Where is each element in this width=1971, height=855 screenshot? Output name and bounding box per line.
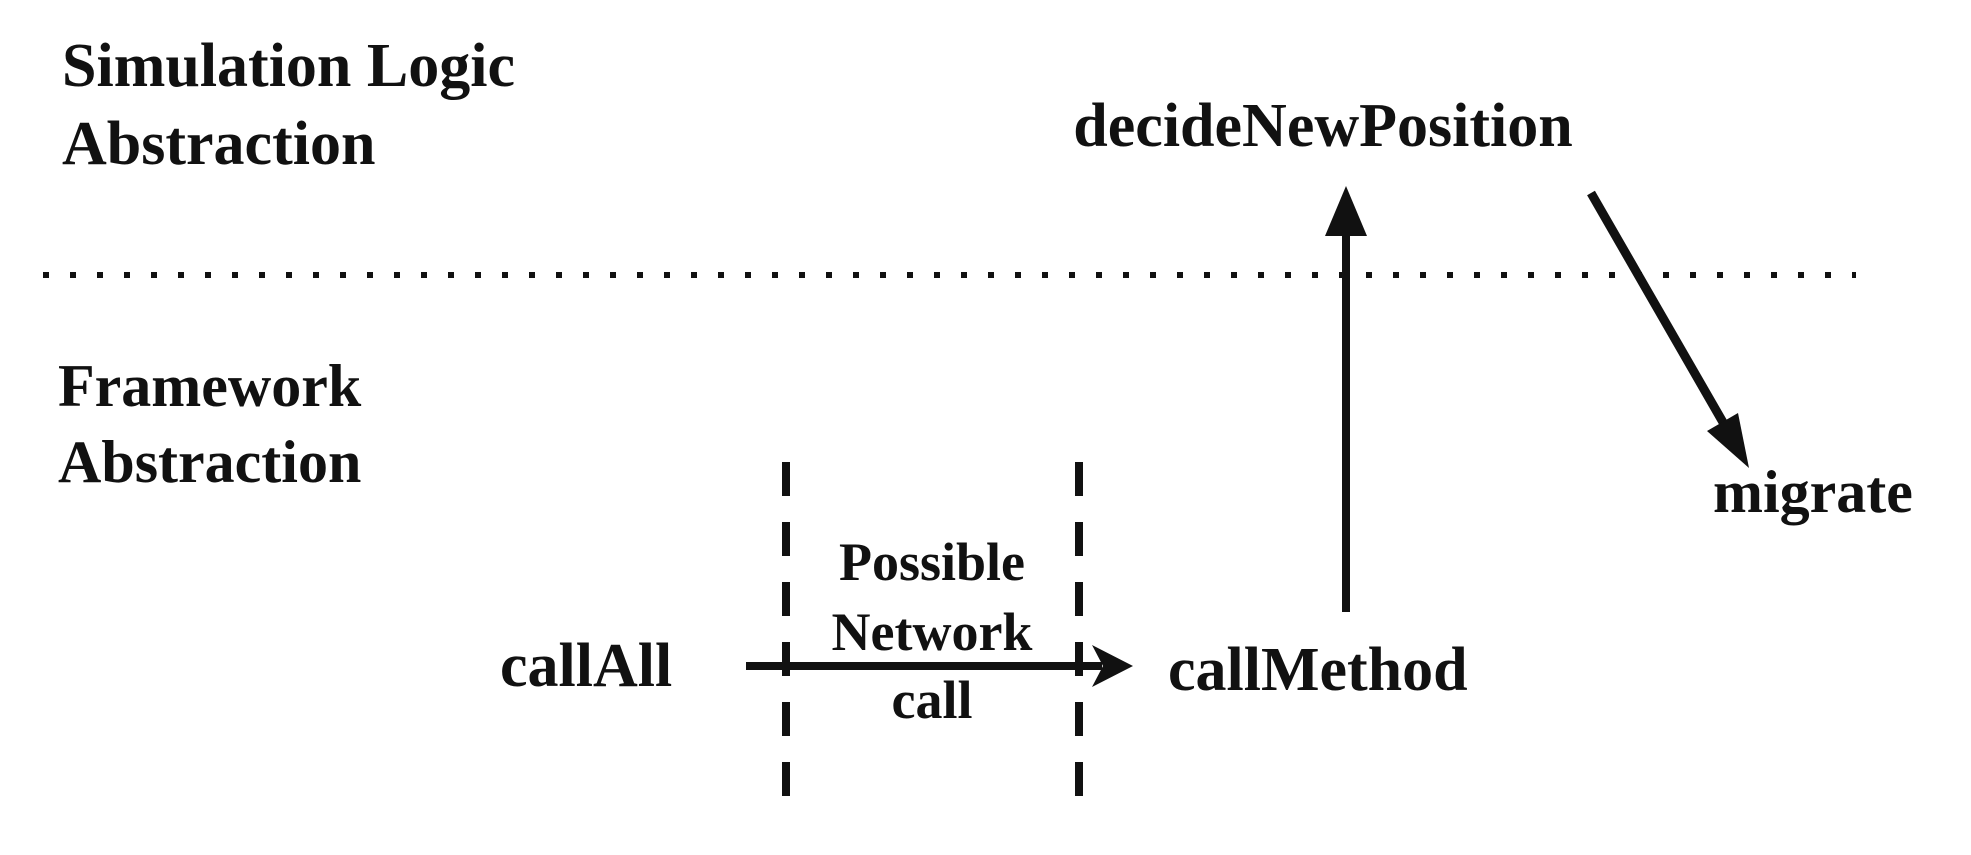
callmethod-to-decidenewposition-arrowhead-icon (1325, 186, 1367, 236)
node-call-all: callAll (500, 632, 672, 700)
framework-layer-label-line1: Framework (58, 353, 362, 419)
callall-to-callmethod-arrowhead-icon (1092, 645, 1133, 687)
network-note-line2: Network (832, 602, 1033, 662)
framework-layer-label-line2: Abstraction (58, 429, 361, 495)
simulation-logic-layer-label-line1: Simulation Logic (62, 32, 515, 100)
node-call-method: callMethod (1168, 636, 1468, 704)
network-note-line3: call (892, 670, 973, 730)
node-decide-new-position: decideNewPosition (1073, 92, 1572, 160)
simulation-logic-layer-label-line2: Abstraction (62, 110, 375, 178)
decidenewposition-to-migrate-arrow-shaft (1587, 190, 1732, 434)
network-note-line1: Possible (839, 532, 1025, 592)
node-migrate: migrate (1713, 459, 1913, 525)
decidenewposition-to-migrate-arrowhead-icon (1707, 413, 1749, 468)
